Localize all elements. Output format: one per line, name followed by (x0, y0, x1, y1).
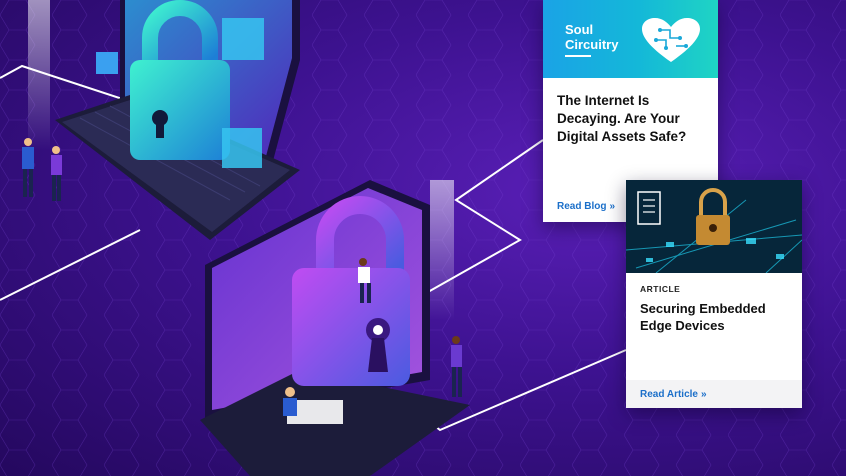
read-article-label: Read Article (640, 389, 698, 400)
article-card[interactable]: ARTICLE Securing Embedded Edge Devices R… (626, 180, 802, 408)
article-label: ARTICLE (640, 284, 681, 294)
brand-line-1: Soul (565, 22, 594, 37)
read-blog-link[interactable]: Read Blog » (557, 201, 615, 212)
read-blog-label: Read Blog (557, 201, 607, 212)
brand-line-2: Circuitry (565, 37, 619, 52)
circuit-padlock-image (626, 180, 802, 273)
blog-banner: Soul Circuitry (543, 0, 718, 78)
article-title: Securing Embedded Edge Devices (640, 301, 766, 333)
brand-underline (565, 55, 591, 57)
brand-name: Soul Circuitry (565, 22, 645, 52)
blog-card[interactable]: Soul Circuitry The Internet Is Decaying.… (543, 0, 718, 222)
heart-circuit-icon (642, 18, 700, 62)
read-article-link[interactable]: Read Article » (640, 389, 707, 400)
double-chevron-right-icon: » (700, 389, 707, 400)
people-icon (22, 138, 62, 201)
double-chevron-right-icon: » (609, 201, 616, 212)
document-icon (637, 191, 661, 225)
laptop-with-padlock-icon (200, 180, 470, 476)
laptop-with-padlock-icon (55, 0, 300, 240)
light-beam (430, 180, 454, 320)
article-footer (626, 380, 802, 408)
people-icon (358, 258, 462, 397)
blog-title: The Internet Is Decaying. Are Your Digit… (557, 93, 687, 144)
light-beam (28, 0, 50, 150)
